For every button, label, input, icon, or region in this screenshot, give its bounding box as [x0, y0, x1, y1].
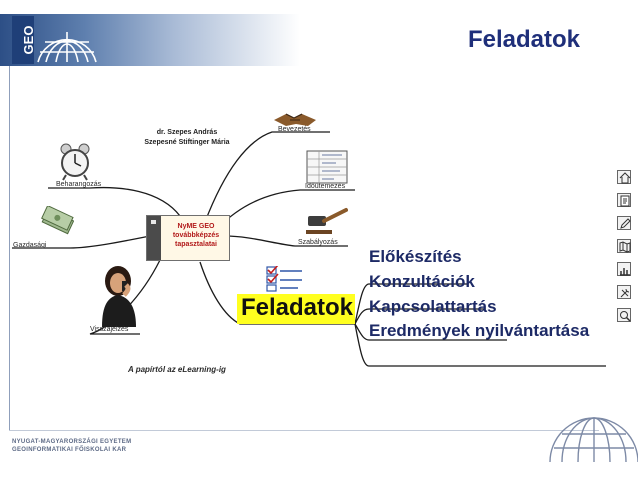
institution-line-1: NYUGAT-MAGYARORSZÁGI EGYETEM — [12, 439, 132, 445]
branch-idobeosztas[interactable]: Időütemezés — [305, 183, 346, 190]
tools-icon[interactable] — [617, 285, 631, 299]
handshake-icon — [274, 113, 316, 126]
slogan: A papírtól az eLearning-ig — [128, 365, 226, 374]
alarm-clock-icon — [60, 143, 90, 181]
chart-icon[interactable] — [617, 262, 631, 276]
center-line-1: NyME GEO — [177, 223, 215, 230]
institution-line-2: GEOINFORMATIKAI FŐISKOLAI KAR — [12, 447, 127, 453]
center-topic[interactable]: NyME GEO továbbképzés tapasztalatai — [146, 215, 230, 261]
geo-logo: GEO — [12, 16, 97, 64]
money-icon — [41, 206, 74, 235]
page-title: Feladatok — [468, 26, 581, 53]
search-icon[interactable] — [617, 308, 631, 322]
task-eredmenyek[interactable]: Eredmények nyilvántartása — [369, 321, 590, 340]
branch-gazdasagi[interactable]: Gazdasági — [13, 242, 47, 249]
header-band — [0, 14, 300, 66]
woman-phone-photo — [102, 266, 136, 327]
branch-beharangozas[interactable]: Beharangozás — [56, 181, 102, 188]
focus-topic[interactable]: Feladatok — [241, 294, 354, 321]
author-2: Szepesné Stiftinger Mária — [144, 139, 230, 146]
task-kapcsolattartas[interactable]: Kapcsolattartás — [369, 297, 497, 316]
author-1: dr. Szepes András — [156, 129, 218, 136]
side-nav — [617, 170, 633, 331]
frame-left-border — [9, 66, 10, 430]
map-icon[interactable] — [617, 239, 631, 253]
focus-topic-highlight — [237, 294, 355, 324]
globe-watermark — [549, 417, 638, 463]
branch-bevezetes[interactable]: Bevezetés — [278, 126, 311, 133]
center-topic-text: NyME GEO továbbképzés tapasztalatai — [163, 222, 229, 249]
schedule-icon — [306, 150, 348, 184]
institution-name: NYUGAT-MAGYARORSZÁGI EGYETEM GEOINFORMAT… — [12, 438, 131, 454]
checklist-icon — [266, 266, 302, 292]
document-icon[interactable] — [617, 193, 631, 207]
book-icon — [147, 216, 161, 260]
logo-text: GEO — [21, 26, 36, 55]
task-elokeszites[interactable]: Előkészítés — [369, 247, 462, 266]
center-line-2: továbbképzés — [172, 232, 220, 239]
home-icon[interactable] — [617, 170, 631, 184]
authors: dr. Szepes András Szepesné Stiftinger Má… — [132, 128, 242, 148]
branch-visszajelzes[interactable]: Visszajelzés — [90, 326, 129, 333]
branch-szabalyozas[interactable]: Szabályozás — [298, 239, 338, 246]
center-line-3: tapasztalatai — [174, 241, 218, 248]
edit-icon[interactable] — [617, 216, 631, 230]
gavel-icon — [306, 208, 348, 234]
frame-bottom-border — [9, 430, 599, 431]
task-konzultaciok[interactable]: Konzultációk — [369, 272, 475, 291]
